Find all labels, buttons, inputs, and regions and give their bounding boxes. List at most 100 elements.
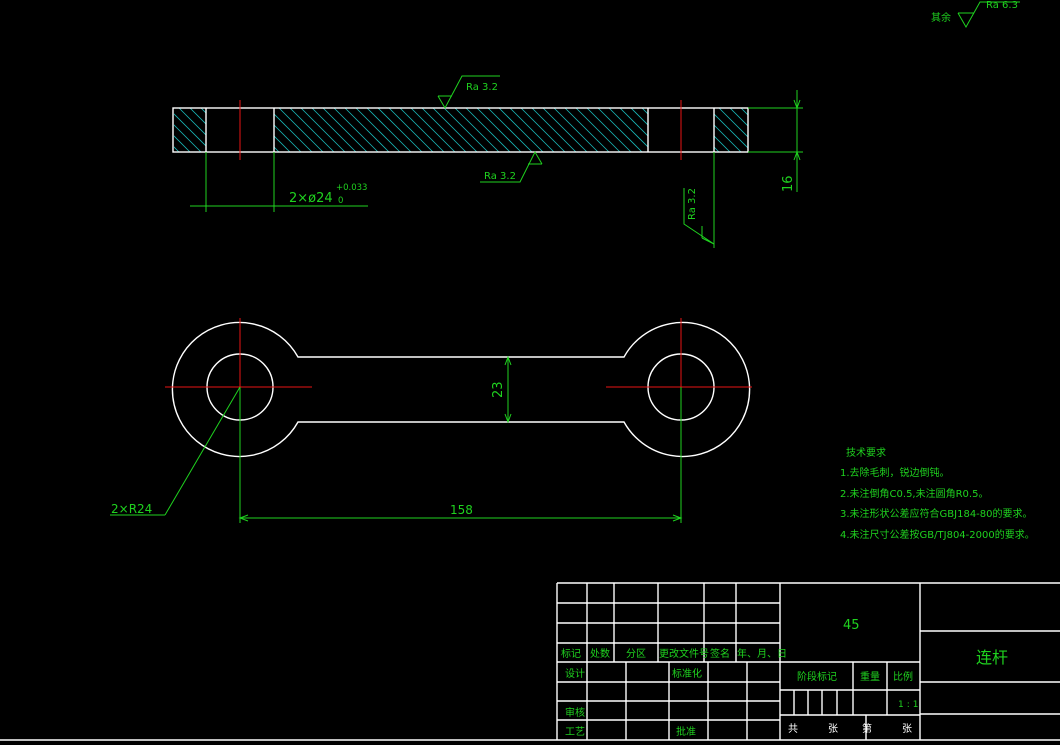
section-hatching [124, 108, 796, 152]
hatch-line [178, 108, 206, 136]
hatch-line [714, 124, 742, 152]
hatch-line [443, 108, 489, 152]
hatch-line [174, 113, 206, 147]
hatch-line [274, 124, 302, 152]
general-roughness-symbol: 其余 Ra 6.3 [931, 0, 1020, 29]
hatch-line [608, 108, 648, 148]
revision-grid [557, 583, 780, 740]
hatch-line [421, 108, 467, 152]
hatch-line [564, 108, 610, 152]
tech-req-item-1: 1.去除毛刺，锐边倒钝。 [840, 466, 950, 479]
hatch-line [542, 108, 588, 152]
plan-view: 23 2×R24 158 [110, 318, 752, 523]
role-approve: 批准 [676, 725, 696, 738]
role-process: 工艺 [565, 726, 585, 738]
link-outline [171, 321, 751, 458]
hole-diameter-dimension: 2×ø24 +0.033 0 [190, 152, 368, 212]
header-signature: 签名 [710, 647, 730, 660]
header-count: 处数 [590, 647, 610, 660]
hatch-line [388, 108, 434, 152]
center-distance-dimension: 158 [238, 387, 683, 523]
hatch-line [509, 108, 555, 152]
hatch-line [718, 108, 748, 138]
right-centerline [606, 318, 752, 455]
hatch-line [520, 108, 566, 152]
hatch-line [333, 108, 379, 152]
header-change-doc: 更改文件号 [659, 647, 709, 660]
sheets-total-label: 共 [788, 723, 798, 735]
hatch-line [664, 108, 708, 152]
hatch-line [355, 108, 401, 152]
hatch-line [714, 146, 720, 152]
hatch-line [399, 108, 445, 152]
roughness-top-symbol: Ra 3.2 [437, 75, 500, 110]
hatch-line [124, 108, 168, 152]
sheet-unit-label-2: 张 [902, 723, 912, 735]
hatch-line [454, 108, 500, 152]
hatch-line [274, 135, 291, 152]
hatch-line [174, 124, 202, 152]
hatch-line [752, 108, 796, 152]
stage-weight-scale: 阶段标记 重量 比例 1:1 共 张 第 张 [780, 662, 921, 740]
tech-req-item-4: 4.未注尺寸公差按GB/TJ804-2000的要求。 [840, 528, 1035, 541]
hatch-line [200, 108, 206, 114]
hatch-line [289, 108, 335, 152]
hatch-line [377, 108, 423, 152]
hatch-line [224, 108, 268, 152]
hatch-line [729, 108, 748, 127]
hatch-line [553, 108, 599, 152]
role-review: 审核 [565, 706, 585, 719]
hatch-line [274, 113, 313, 152]
hatch-line [630, 108, 648, 126]
header-mark: 标记 [561, 648, 581, 660]
hatch-line [597, 108, 643, 152]
hatch-line [432, 108, 478, 152]
hatch-line [174, 135, 191, 152]
role-standardize: 标准化 [672, 667, 702, 680]
hatch-line [575, 108, 621, 152]
sheet-no-label: 第 [862, 722, 872, 735]
thickness-value: 16 [781, 175, 796, 192]
bar-width-dimension: 23 [491, 355, 512, 424]
hatch-line [487, 108, 533, 152]
header-date: 年、月、日 [737, 647, 787, 660]
hatch-line [274, 146, 280, 152]
radius-value: 2×R24 [111, 502, 152, 516]
scale-value: 1:1 [898, 700, 921, 710]
hatch-line [653, 108, 697, 152]
material-value: 45 [843, 618, 860, 633]
weight-label: 重量 [860, 670, 880, 683]
roughness-right-value: Ra 3.2 [687, 188, 698, 220]
hatch-line [410, 108, 456, 152]
hatch-line [498, 108, 544, 152]
section-view: Ra 3.2 Ra 3.2 Ra 3.2 2×ø24 +0.033 0 [124, 75, 803, 248]
radius-dimension: 2×R24 [110, 386, 241, 516]
thickness-dimension: 16 [748, 90, 803, 192]
hatch-line [300, 108, 346, 152]
hatch-line [344, 108, 390, 152]
tech-req-title: 技术要求 [846, 446, 886, 459]
hatch-line [619, 108, 648, 137]
sheets-unit-label: 张 [828, 723, 838, 735]
stage-mark-label: 阶段标记 [797, 670, 837, 683]
hole-diameter-label: 2×ø24 [289, 191, 333, 206]
hatch-line [278, 108, 324, 152]
hole-tolerance-lower: 0 [338, 196, 343, 206]
scale-label: 比例 [893, 670, 913, 683]
roughness-top-value: Ra 3.2 [466, 82, 498, 93]
bar-width-value: 23 [491, 381, 506, 398]
technical-requirements: 技术要求 1.去除毛刺，锐边倒钝。 2.未注倒角C0.5,未注圆角R0.5。 3… [840, 446, 1035, 541]
tech-req-item-2: 2.未注倒角C0.5,未注圆角R0.5。 [840, 487, 988, 500]
hatch-line [322, 108, 368, 152]
hatch-line [212, 108, 256, 152]
hatch-line [311, 108, 357, 152]
section-outline [172, 107, 749, 153]
hatch-line [476, 108, 522, 152]
hatch-line [531, 108, 577, 152]
role-design: 设计 [565, 667, 585, 680]
hatch-line [714, 113, 748, 149]
center-distance-value: 158 [450, 503, 473, 517]
title-block: 标记 处数 分区 更改文件号 签名 年、月、日 设计 标准化 审核 工艺 批准 … [0, 582, 1060, 741]
part-name: 连杆 [976, 648, 1008, 667]
hole-tolerance-upper: +0.033 [336, 183, 367, 193]
